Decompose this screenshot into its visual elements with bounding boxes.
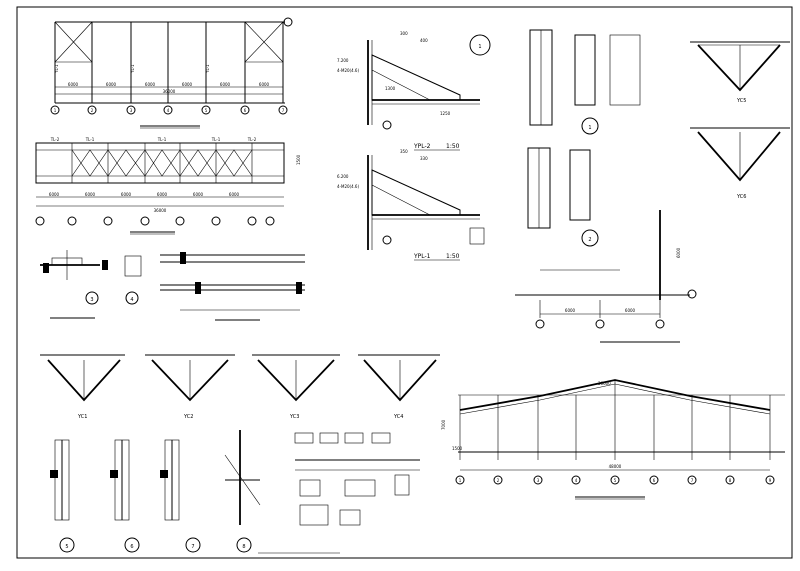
span-label: 36600 — [598, 381, 611, 386]
dim-label: 6000 — [229, 192, 240, 197]
dim-label: 6000 — [565, 308, 576, 313]
tie-rod-detail — [160, 252, 305, 321]
dim-label: 6000 — [193, 192, 204, 197]
grid-bubble: 1 — [54, 108, 57, 113]
grid-bubble: 8 — [729, 478, 732, 483]
dim-label: 6000 — [106, 82, 117, 87]
dim-label: 330 — [420, 156, 428, 161]
column-details: 1 2 — [527, 29, 641, 247]
dim-label: 6000 — [220, 82, 231, 87]
truss-tag: TL-2 — [50, 137, 60, 142]
dim-total: 36000 — [163, 89, 176, 94]
bracket-ypl1: 350 330 6.200 4-M20(4.6) YPL-1 1:50 — [337, 149, 485, 261]
note-label: 4-M20(4.6) — [337, 68, 359, 73]
sheet-border — [16, 6, 793, 559]
truss-tag: TL-1 — [85, 137, 95, 142]
grid-bubble: 2 — [91, 108, 94, 113]
frame-elevation: 6000 6000 6000 — [515, 210, 697, 343]
detail-bubble: 7 — [191, 544, 194, 550]
bracket-title: YPL-1 — [413, 253, 431, 260]
column-tag: YL-1 — [205, 64, 210, 74]
note-label: 4-M20(4.6) — [337, 184, 359, 189]
yc3-detail: YC3 — [252, 354, 340, 420]
grid-bubble: 6 — [653, 478, 656, 483]
dim-total: 48000 — [609, 464, 622, 469]
yc-label: YC1 — [77, 414, 87, 420]
grid-bubble: 3 — [537, 478, 540, 483]
truss-tag: TL-2 — [247, 137, 257, 142]
yc5-detail: YC5 — [690, 41, 790, 104]
detail-bubble: 6 — [130, 544, 133, 550]
dim-label: 6000 — [49, 192, 60, 197]
dim-label: 400 — [420, 38, 428, 43]
yc2-detail: YC2 — [145, 354, 235, 420]
detail-bubble: 4 — [130, 297, 133, 303]
detail-bubble: 3 — [90, 297, 93, 303]
plate-details — [258, 432, 420, 554]
dim-label: 6000 — [121, 192, 132, 197]
grid-bubble: 1 — [459, 478, 462, 483]
yc-label: YC4 — [393, 414, 403, 420]
detail-bubble: 5 — [65, 544, 68, 550]
bracket-title: YPL-2 — [413, 143, 431, 150]
grid-bubble: 5 — [205, 108, 208, 113]
dim-label: 350 — [400, 149, 408, 154]
dim-label: 6000 — [182, 82, 193, 87]
yc4-detail: YC4 — [358, 354, 440, 420]
dim-label: 1300 — [385, 86, 396, 91]
dim-label: 6000 — [625, 308, 636, 313]
yc-label: YC3 — [289, 414, 299, 420]
elev-label: 7.200 — [337, 58, 349, 63]
truss-tag: TL-1 — [211, 137, 221, 142]
column-tag: YL-1 — [130, 64, 135, 74]
grid-bubble: 4 — [575, 478, 578, 483]
grid-bubble: 5 — [614, 478, 617, 483]
grid-bubble: 3 — [130, 108, 133, 113]
yc1-detail: YC1 — [40, 354, 125, 420]
grid-bubble: 6 — [244, 108, 247, 113]
column-tag: YL-1 — [54, 64, 59, 74]
grid-bubble: 7 — [282, 108, 285, 113]
bracket-scale: 1:50 — [446, 143, 460, 150]
elev-label: 6.200 — [337, 174, 349, 179]
column-elevation: 6000 6000 6000 6000 6000 6000 36000 1 2 … — [50, 17, 293, 129]
dim-label: 300 — [400, 31, 408, 36]
roof-plan: TL-2 TL-1 TL-1 TL-1 TL-2 6000 6000 6000 … — [35, 137, 301, 235]
detail-bubble: 1 — [478, 44, 481, 50]
grid-bubble: 9 — [769, 478, 772, 483]
yc-label: YC2 — [183, 414, 193, 420]
detail-bubble: 8 — [242, 544, 245, 550]
dim-label: 6000 — [68, 82, 79, 87]
dim-label: 6000 — [145, 82, 156, 87]
dim-label: 1250 — [440, 111, 451, 116]
dim-height: 1500 — [296, 154, 301, 165]
gable-elevation: 36600 7000 1500 48000 1 2 3 4 5 6 7 8 9 — [441, 379, 785, 500]
elev-dim: 7000 — [441, 419, 446, 430]
detail-3-4: 3 4 — [40, 250, 142, 319]
truss-tag: TL-1 — [157, 137, 167, 142]
bracket-scale: 1:50 — [446, 253, 460, 260]
dim-height: 6000 — [676, 247, 681, 258]
yc-row: YC1 YC2 YC3 YC4 — [40, 354, 440, 420]
bracket-ypl2: 1 300 400 1300 1250 7.200 4-M20(4.6) YPL… — [337, 31, 491, 151]
grid-bubble: 2 — [497, 478, 500, 483]
elev-dim: 1500 — [452, 446, 463, 451]
dim-label: 6000 — [85, 192, 96, 197]
detail-bubble: 2 — [588, 237, 591, 243]
yc6-detail: YC6 — [690, 127, 790, 200]
dim-total: 36000 — [154, 208, 167, 213]
yc-label: YC5 — [736, 98, 746, 104]
dim-label: 6000 — [157, 192, 168, 197]
bottom-details: 5 6 7 8 — [50, 430, 261, 553]
grid-bubble: 7 — [691, 478, 694, 483]
dim-label: 6000 — [259, 82, 270, 87]
detail-bubble: 1 — [588, 125, 591, 131]
grid-bubble: 4 — [167, 108, 170, 113]
yc-label: YC6 — [736, 194, 746, 200]
